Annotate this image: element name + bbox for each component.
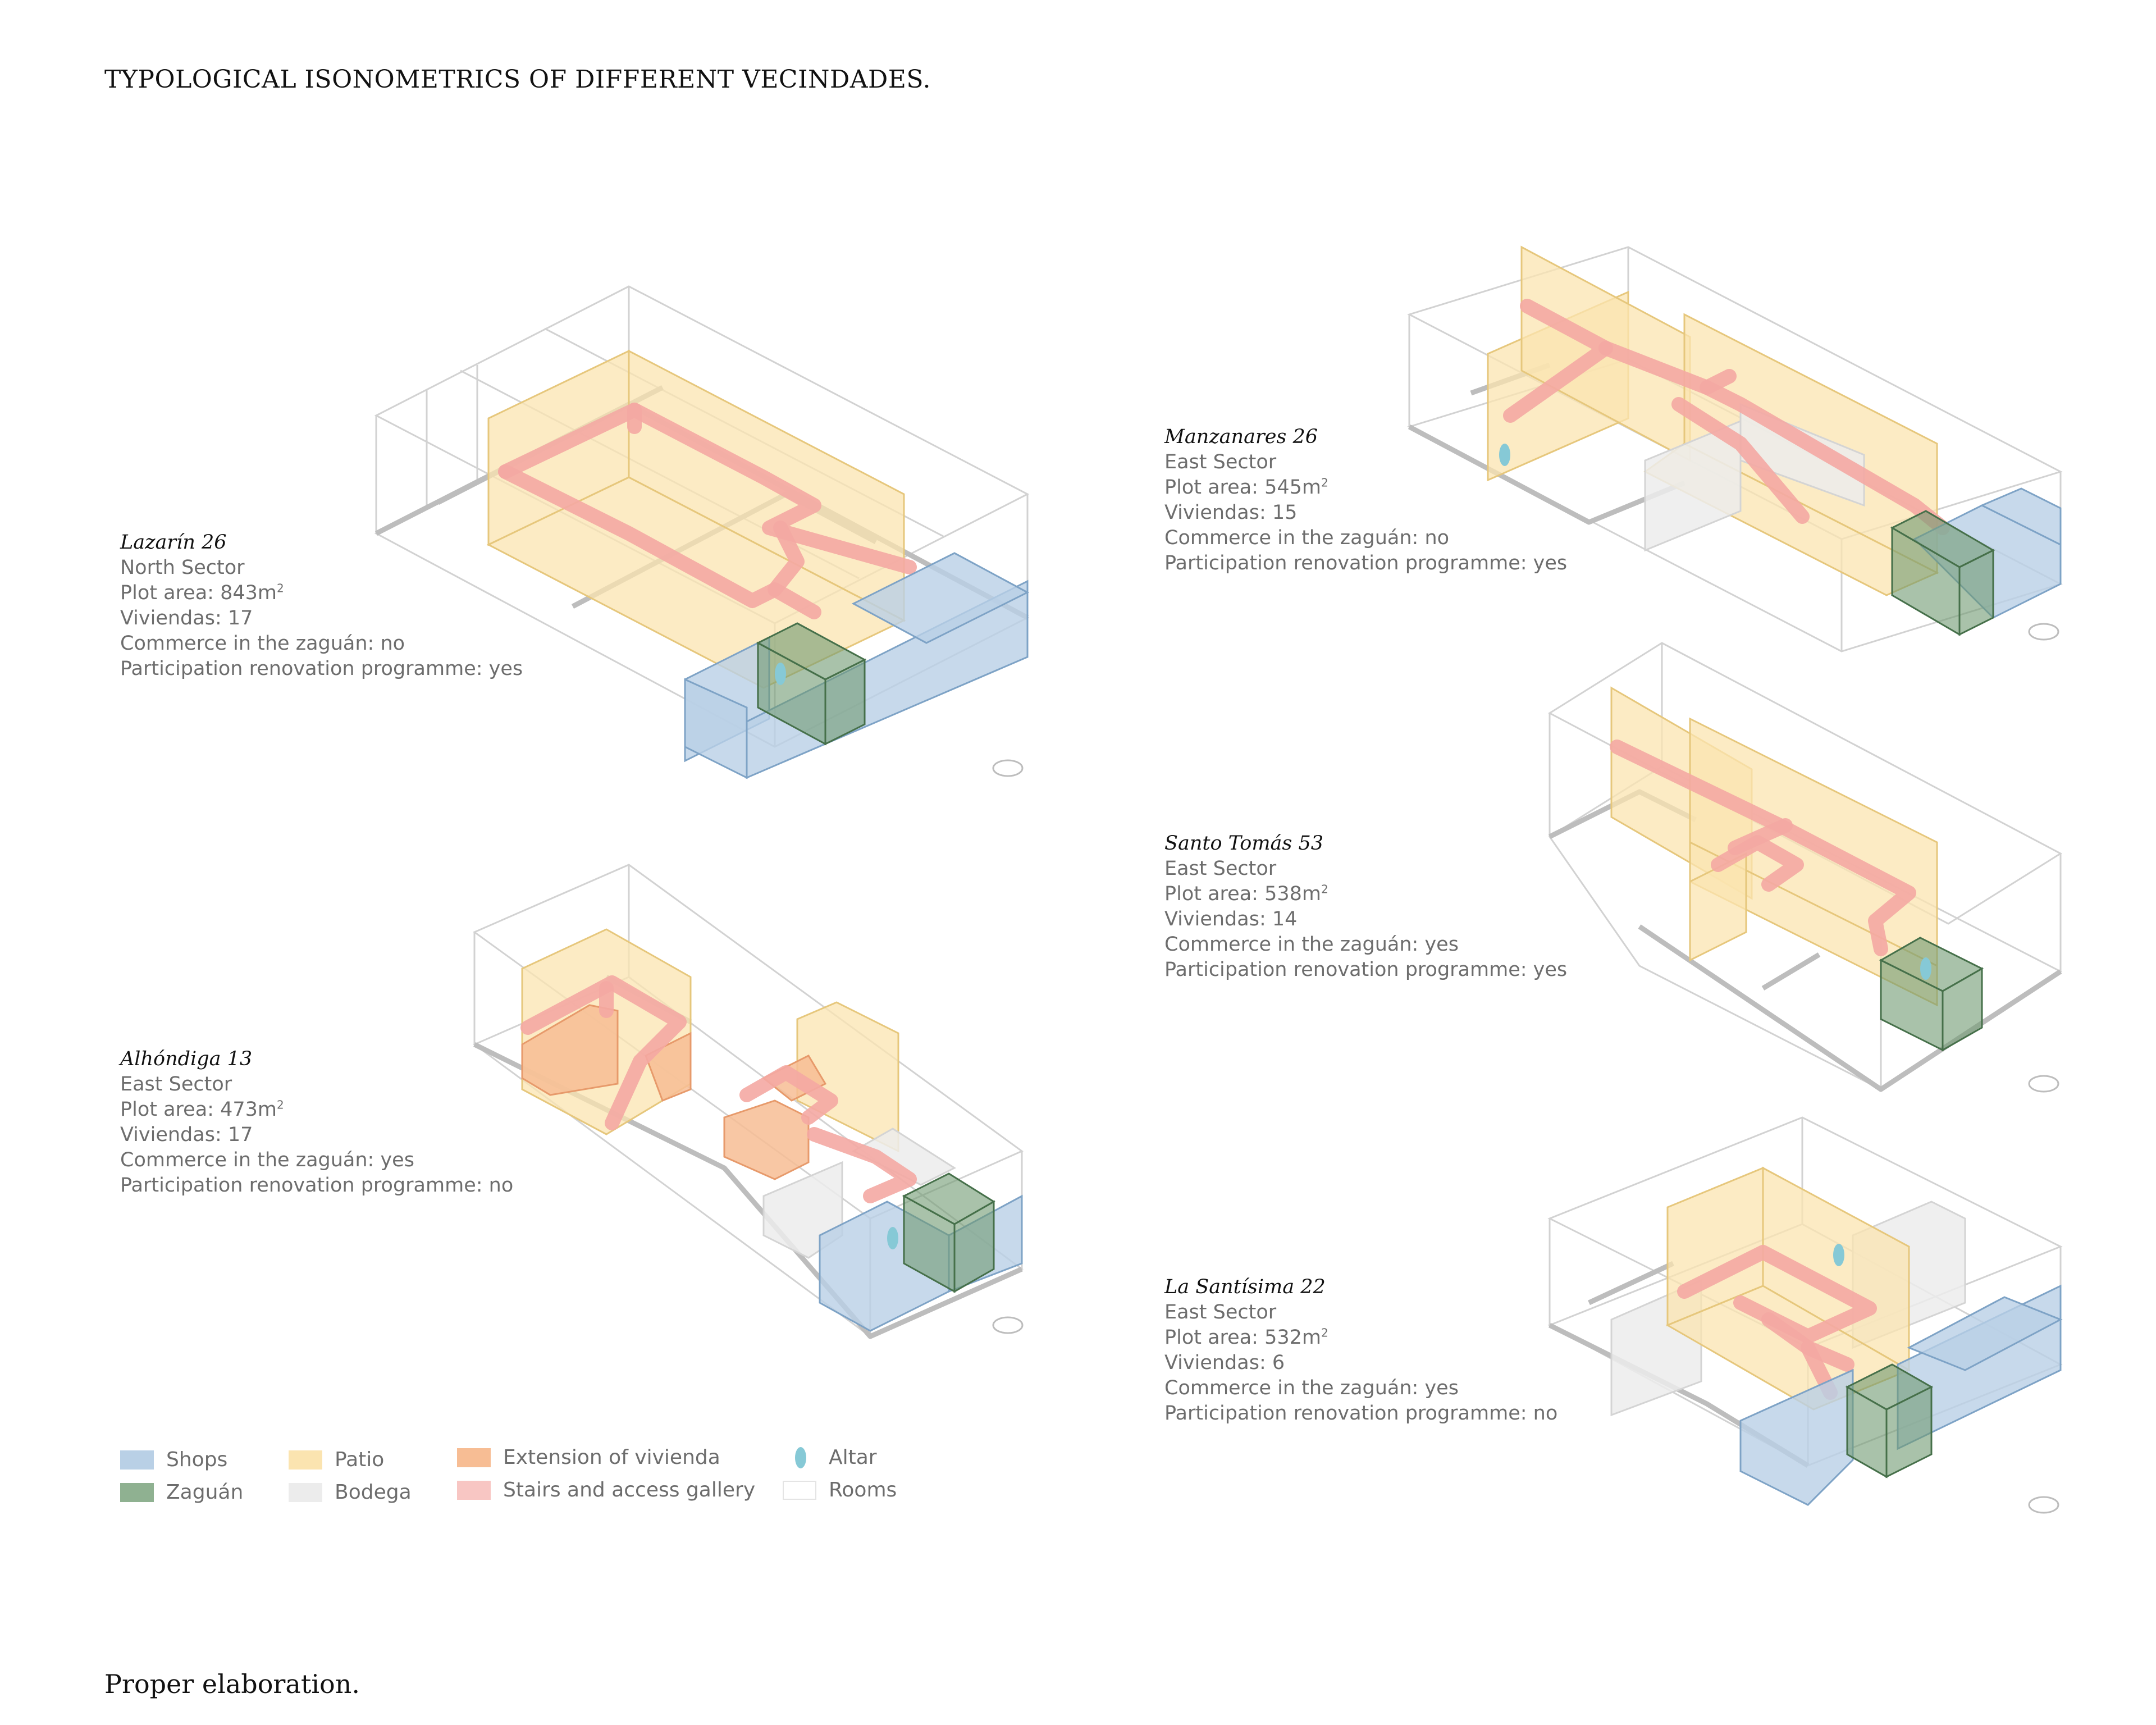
building-participation: Participation renovation programme: no [120, 1174, 514, 1197]
shops-swatch [120, 1450, 154, 1470]
iso-la-santisima-22 [1547, 1116, 2063, 1514]
iso-alhondiga-13 [472, 864, 1024, 1339]
building-plot-area: Plot area: 538m2 [1164, 882, 1328, 905]
building-participation: Participation renovation programme: no [1164, 1402, 1558, 1425]
legend-item-stairs: Stairs and access gallery [457, 1478, 755, 1502]
building-participation: Participation renovation programme: yes [120, 658, 523, 680]
legend-item-rooms: Rooms [783, 1478, 897, 1502]
building-sector: East Sector [1164, 857, 1277, 880]
building-commerce: Commerce in the zaguán: yes [1164, 1377, 1459, 1399]
building-viviendas: Viviendas: 17 [120, 607, 253, 629]
building-participation: Participation renovation programme: yes [1164, 959, 1568, 981]
building-commerce: Commerce in the zaguán: yes [1164, 933, 1459, 956]
building-plot-area: Plot area: 473m2 [120, 1098, 284, 1121]
legend-item-extension: Extension of vivienda [457, 1446, 720, 1469]
iso-santo-tomas-53 [1547, 642, 2063, 1093]
building-sector: East Sector [1164, 1301, 1277, 1324]
extension-swatch [457, 1448, 491, 1467]
iso-manzanares-26 [1407, 245, 2063, 652]
building-viviendas: Viviendas: 17 [120, 1124, 253, 1146]
footer-note: Proper elaboration. [104, 1669, 360, 1699]
iso-lazarin-26 [374, 285, 1030, 779]
building-commerce: Commerce in the zaguán: no [1164, 527, 1450, 549]
page-title: TYPOLOGICAL ISONOMETRICS OF DIFFERENT VE… [104, 65, 931, 94]
building-commerce: Commerce in the zaguán: yes [120, 1149, 414, 1171]
zaguan-swatch [120, 1482, 154, 1502]
info-manzanares-26: Manzanares 26 East Sector Plot area: 545… [1164, 425, 1567, 576]
building-sector: East Sector [1164, 451, 1277, 473]
building-plot-area: Plot area: 532m2 [1164, 1326, 1328, 1349]
altar-icon [795, 1446, 806, 1468]
building-name: Alhóndiga 13 [120, 1048, 253, 1070]
rooms-swatch [783, 1480, 816, 1500]
legend-item-bodega: Bodega [289, 1481, 412, 1504]
building-name: Santo Tomás 53 [1164, 832, 1324, 855]
building-sector: North Sector [120, 556, 245, 579]
building-commerce: Commerce in the zaguán: no [120, 632, 405, 655]
building-plot-area: Plot area: 843m2 [120, 581, 284, 604]
patio-swatch [289, 1450, 322, 1470]
info-alhondiga-13: Alhóndiga 13 East Sector Plot area: 473m… [120, 1047, 513, 1198]
building-sector: East Sector [120, 1073, 232, 1096]
building-participation: Participation renovation programme: yes [1164, 552, 1568, 574]
bodega-swatch [289, 1482, 322, 1502]
building-name: Manzanares 26 [1164, 426, 1318, 448]
building-plot-area: Plot area: 545m2 [1164, 476, 1328, 499]
info-santo-tomas-53: Santo Tomás 53 East Sector Plot area: 53… [1164, 831, 1567, 983]
legend-item-shops: Shops [120, 1448, 227, 1471]
building-viviendas: Viviendas: 6 [1164, 1352, 1285, 1374]
building-name: La Santísima 22 [1164, 1276, 1326, 1298]
stairs-swatch [457, 1480, 491, 1500]
legend-item-zaguan: Zaguán [120, 1481, 243, 1504]
info-lazarin-26: Lazarín 26 North Sector Plot area: 843m2… [120, 530, 523, 682]
info-la-santisima-22: La Santísima 22 East Sector Plot area: 5… [1164, 1275, 1557, 1426]
building-name: Lazarín 26 [120, 531, 227, 554]
building-viviendas: Viviendas: 15 [1164, 501, 1298, 524]
legend-item-altar: Altar [784, 1446, 877, 1469]
legend-item-patio: Patio [289, 1448, 384, 1471]
building-viviendas: Viviendas: 14 [1164, 908, 1298, 930]
